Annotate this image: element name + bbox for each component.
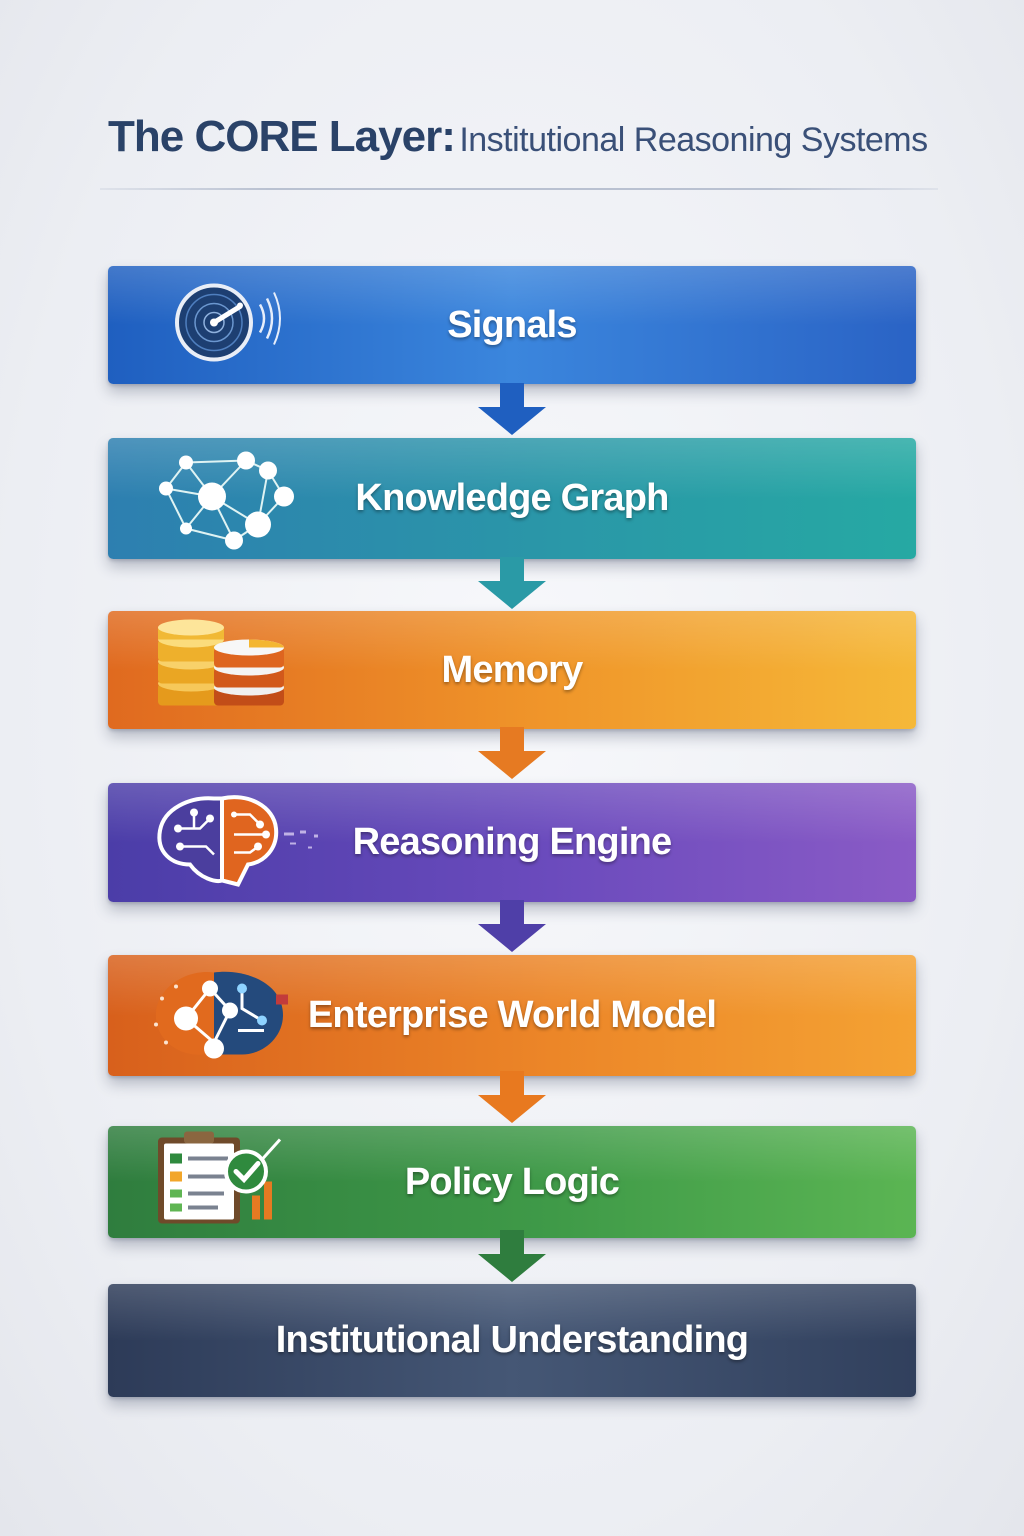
- brain-circuit-icon: [150, 788, 330, 897]
- stage-label-reasoning-engine: Reasoning Engine: [352, 821, 672, 863]
- stage-label-policy-logic: Policy Logic: [404, 1160, 620, 1203]
- stage-label-knowledge-graph: Knowledge Graph: [355, 477, 669, 519]
- radar-icon: [158, 283, 288, 368]
- stage-institutional-understanding: Institutional Understanding: [108, 1284, 916, 1397]
- stage-label-institutional-understanding: Institutional Understanding: [275, 1319, 749, 1361]
- world-model-icon: [142, 958, 302, 1073]
- title-divider: [100, 188, 938, 190]
- stage-label-signals: Signals: [447, 303, 577, 346]
- flow-arrow-2: [478, 557, 546, 609]
- stage-knowledge-graph: Knowledge Graph: [108, 438, 916, 559]
- network-graph-icon: [146, 440, 306, 557]
- flow-arrow-6: [478, 1230, 546, 1282]
- checklist-icon: [156, 1130, 296, 1235]
- page-title: The CORE Layer: Institutional Reasoning …: [108, 112, 938, 162]
- stage-label-memory: Memory: [441, 648, 584, 691]
- stage-label-enterprise-world-model: Enterprise World Model: [307, 994, 717, 1036]
- database-stack-icon: [152, 618, 292, 723]
- flow-arrow-4: [478, 900, 546, 952]
- stage-policy-logic: Policy Logic: [108, 1126, 916, 1238]
- flow-arrow-1: [478, 383, 546, 435]
- stage-memory: Memory: [108, 611, 916, 729]
- flow-arrow-3: [478, 727, 546, 779]
- stage-reasoning-engine: Reasoning Engine: [108, 783, 916, 902]
- title-subtitle: Institutional Reasoning Systems: [459, 121, 928, 159]
- title-main: The CORE Layer:: [108, 112, 456, 161]
- stage-enterprise-world-model: Enterprise World Model: [108, 955, 916, 1076]
- flow-arrow-5: [478, 1071, 546, 1123]
- stage-signals: Signals: [108, 266, 916, 384]
